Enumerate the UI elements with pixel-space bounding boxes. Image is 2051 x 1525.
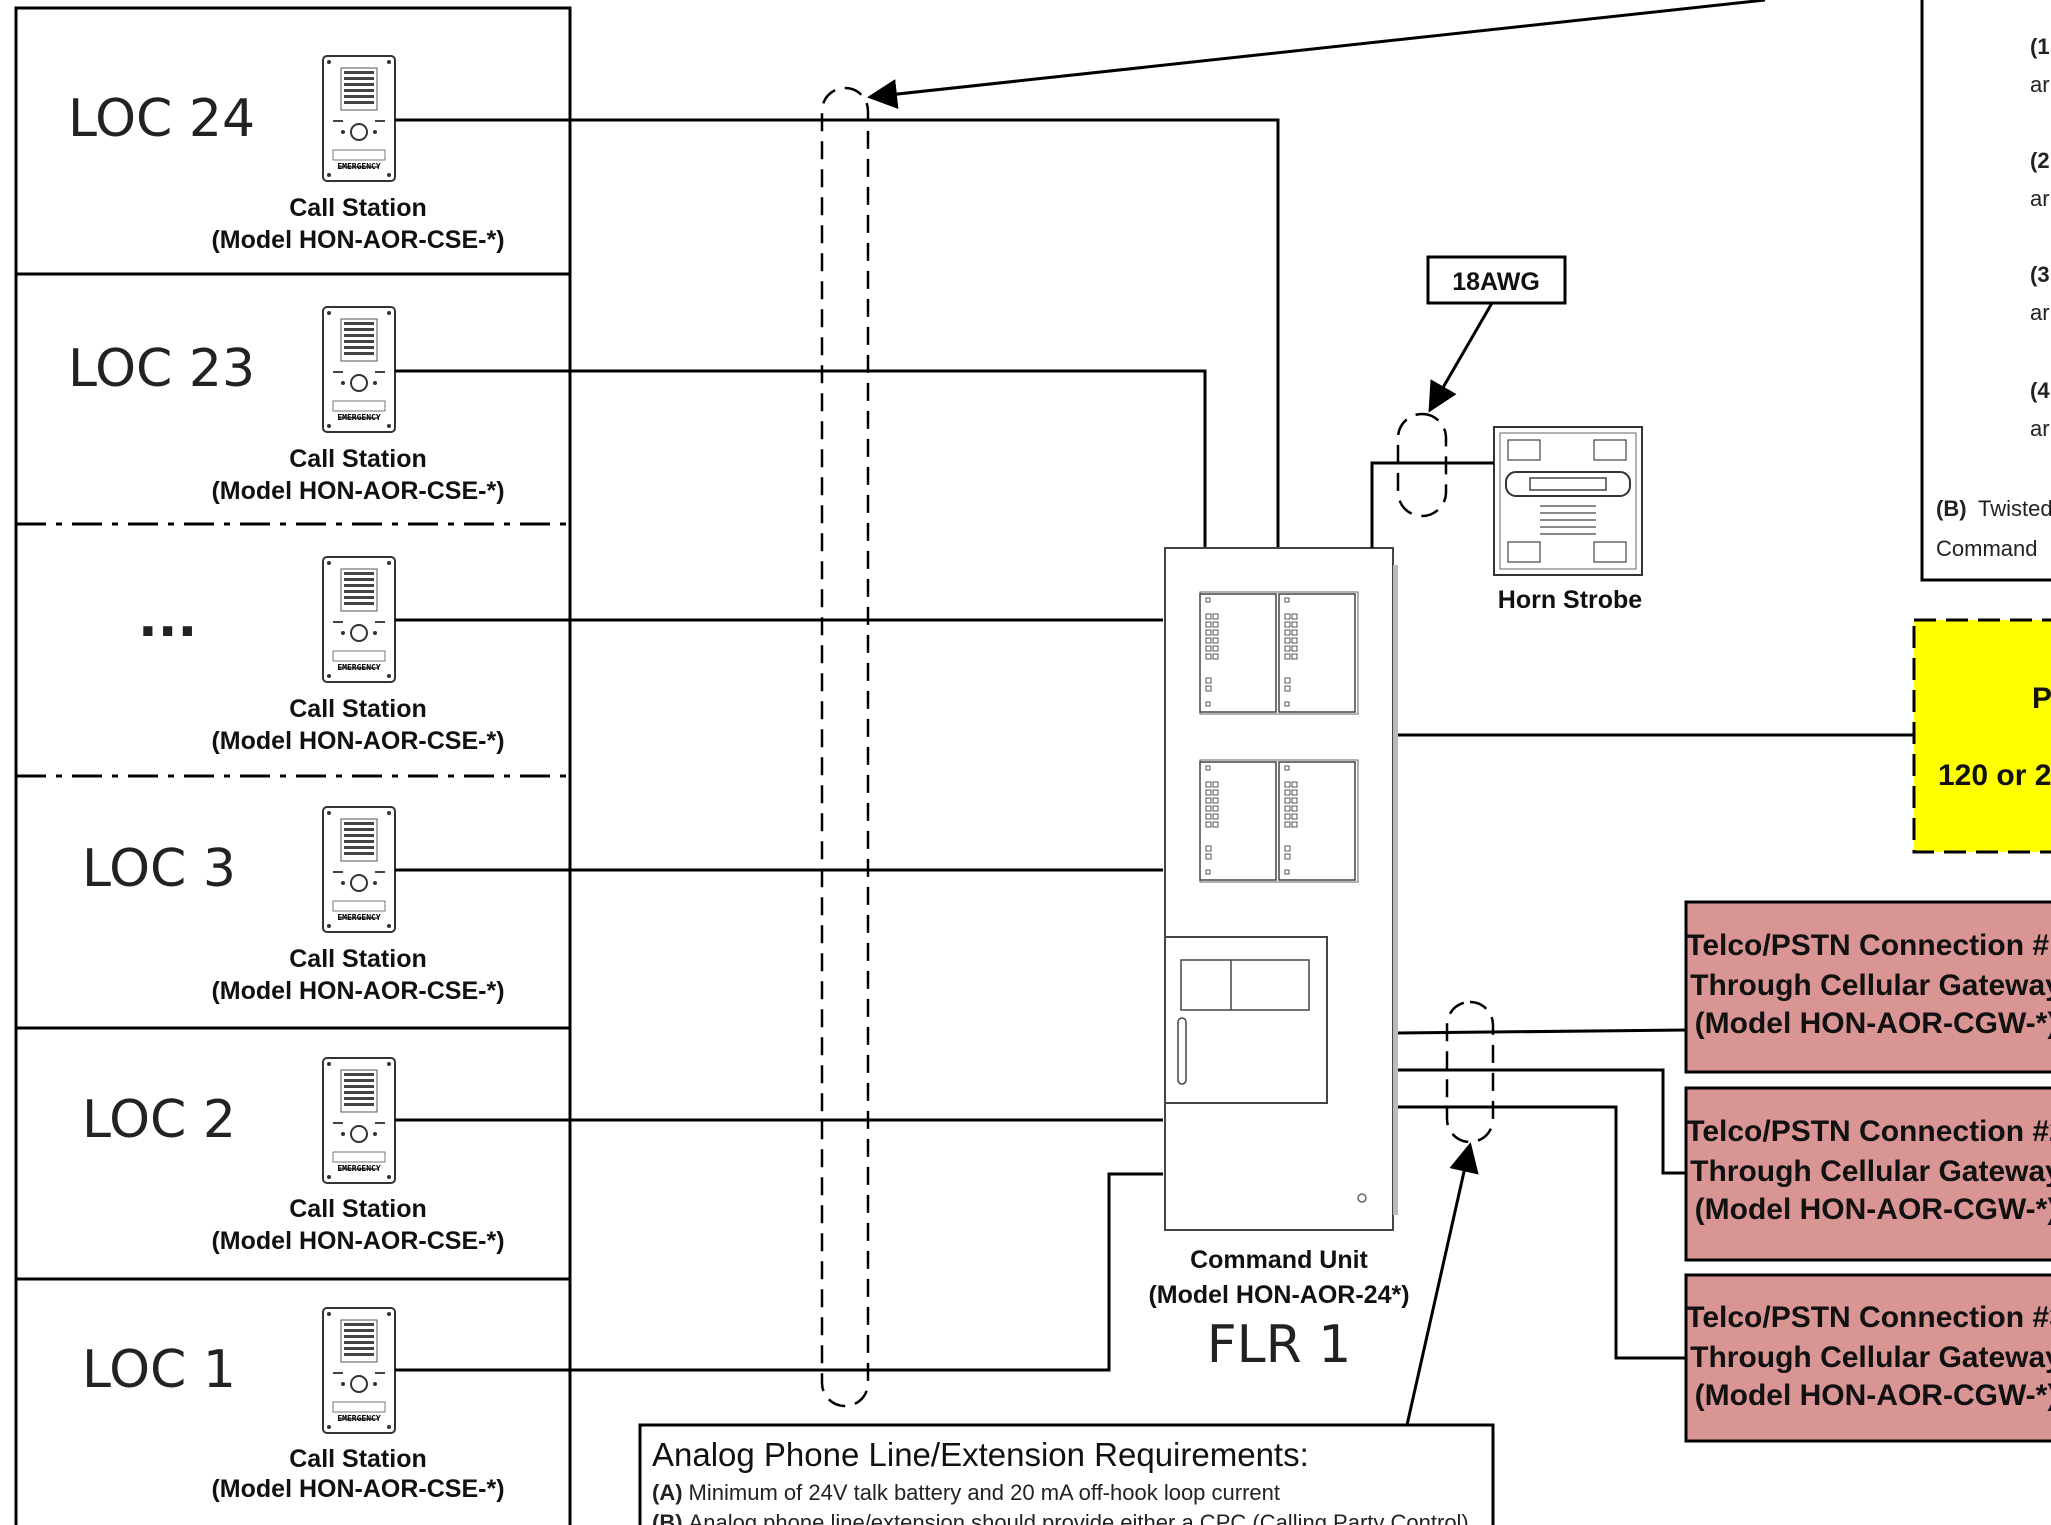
note-item: ar [2030, 72, 2050, 97]
command-unit-title: Command Unit [1190, 1246, 1368, 1274]
call-station-model: (Model HON-AOR-CSE-*) [211, 1227, 504, 1255]
emergency-label: EMERGENCY [337, 1414, 381, 1423]
call-station-model: (Model HON-AOR-CSE-*) [211, 477, 504, 505]
telco-wires [1397, 1000, 1687, 1360]
telco-subtitle: Through Cellular Gateway [1690, 969, 2051, 1002]
telco-subtitle: Through Cellular Gateway [1690, 1155, 2051, 1188]
call-station-model: (Model HON-AOR-CSE-*) [211, 226, 504, 254]
telco-model: (Model HON-AOR-CGW-*) [1695, 1379, 2051, 1412]
note-b-line1: Twisted [1978, 496, 2051, 521]
location-label: ... [138, 589, 197, 649]
emergency-label: EMERGENCY [337, 1164, 381, 1173]
power-supply-box: P 120 or 24 [1912, 618, 2051, 854]
requirements-box: Analog Phone Line/Extension Requirements… [638, 1423, 1495, 1525]
command-unit: Command Unit (Model HON-AOR-24*) FLR 1 [1148, 547, 1410, 1375]
note-b-prefix: (B) [1936, 496, 1967, 521]
telco-model: (Model HON-AOR-CGW-*) [1695, 1193, 2051, 1226]
horn-strobe-label: Horn Strobe [1498, 586, 1643, 614]
note-b-line2: Command [1936, 536, 2037, 561]
telco-connection-1[interactable]: Telco/PSTN Connection #1 Through Cellula… [1684, 900, 2051, 1074]
location-row-1: LOC 1 EMERGENCY Call Station (Model HON-… [82, 1307, 505, 1503]
note-item: (2 [2030, 148, 2050, 173]
call-station-title: Call Station [289, 445, 427, 473]
notes-box: (1 ar (2 ar (3 ar (4 ar (B) Twisted Comm… [1920, 0, 2051, 582]
requirement-b: (B)Analog phone line/extension should pr… [652, 1510, 1469, 1525]
call-station-title: Call Station [289, 695, 427, 723]
bundle-pointer-arrow [867, 0, 1766, 110]
command-unit-model: (Model HON-AOR-24*) [1148, 1281, 1409, 1309]
location-label: LOC 1 [82, 1340, 236, 1400]
emergency-label: EMERGENCY [337, 162, 381, 171]
note-item: (1 [2030, 34, 2050, 59]
location-row-23: LOC 23 EMERGENCY Call Station (Model HON… [68, 306, 505, 505]
telco-connection-2[interactable]: Telco/PSTN Connection #2 Through Cellula… [1684, 1086, 2051, 1262]
telco-model: (Model HON-AOR-CGW-*) [1695, 1007, 2051, 1040]
emergency-label: EMERGENCY [337, 913, 381, 922]
call-station-title: Call Station [289, 945, 427, 973]
station-wires [395, 118, 1280, 1372]
location-row-24: LOC 24 EMERGENCY Call Station (Model HON… [68, 55, 505, 254]
cu-module-3 [1199, 761, 1277, 881]
call-station-title: Call Station [289, 1195, 427, 1223]
cable-bundle [820, 86, 870, 1408]
location-label: LOC 24 [68, 89, 255, 149]
power-title: P [2032, 682, 2051, 715]
location-label: LOC 2 [82, 1090, 236, 1150]
call-station-model: (Model HON-AOR-CSE-*) [211, 977, 504, 1005]
wire-gauge-callout: 18AWG [1426, 255, 1567, 413]
location-label: LOC 3 [82, 839, 236, 899]
requirements-title: Analog Phone Line/Extension Requirements… [652, 1436, 1309, 1473]
note-item: (4 [2030, 378, 2050, 403]
telco-subtitle: Through Cellular Gateway [1690, 1341, 2051, 1374]
cu-module-1 [1199, 593, 1277, 713]
location-row-3: LOC 3 EMERGENCY Call Station (Model HON-… [82, 806, 505, 1005]
note-item: ar [2030, 300, 2050, 325]
note-item: ar [2030, 416, 2050, 441]
telco-title: Telco/PSTN Connection #3 [1686, 1301, 2051, 1334]
location-row-2: LOC 2 EMERGENCY Call Station (Model HON-… [82, 1057, 505, 1255]
note-item: ar [2030, 186, 2050, 211]
horn-strobe-wire [1370, 461, 1494, 548]
cu-module-2 [1278, 593, 1356, 713]
emergency-label: EMERGENCY [337, 413, 381, 422]
requirement-a: (A)Minimum of 24V talk battery and 20 mA… [652, 1480, 1280, 1505]
cu-module-4 [1278, 761, 1356, 881]
power-voltage: 120 or 24 [1938, 759, 2051, 792]
horn-strobe: Horn Strobe [1493, 426, 1643, 614]
telco-title: Telco/PSTN Connection #1 [1686, 929, 2051, 962]
requirements-arrow [1405, 1142, 1479, 1426]
location-column [14, 6, 572, 1525]
horn-cable-bundle [1396, 412, 1448, 518]
note-item: (3 [2030, 262, 2050, 287]
telco-title: Telco/PSTN Connection #2 [1686, 1115, 2051, 1148]
telco-connection-3[interactable]: Telco/PSTN Connection #3 Through Cellula… [1684, 1273, 2051, 1443]
location-label: LOC 23 [68, 339, 255, 399]
call-station-title: Call Station [289, 1445, 427, 1473]
floor-label: FLR 1 [1207, 1315, 1352, 1375]
location-row-ellipsis: ... EMERGENCY Call Station (Model HON-AO… [138, 556, 505, 755]
wire-gauge-label: 18AWG [1452, 268, 1540, 296]
call-station-title: Call Station [289, 194, 427, 222]
emergency-label: EMERGENCY [337, 663, 381, 672]
call-station-model: (Model HON-AOR-CSE-*) [211, 1475, 504, 1503]
call-station-model: (Model HON-AOR-CSE-*) [211, 727, 504, 755]
